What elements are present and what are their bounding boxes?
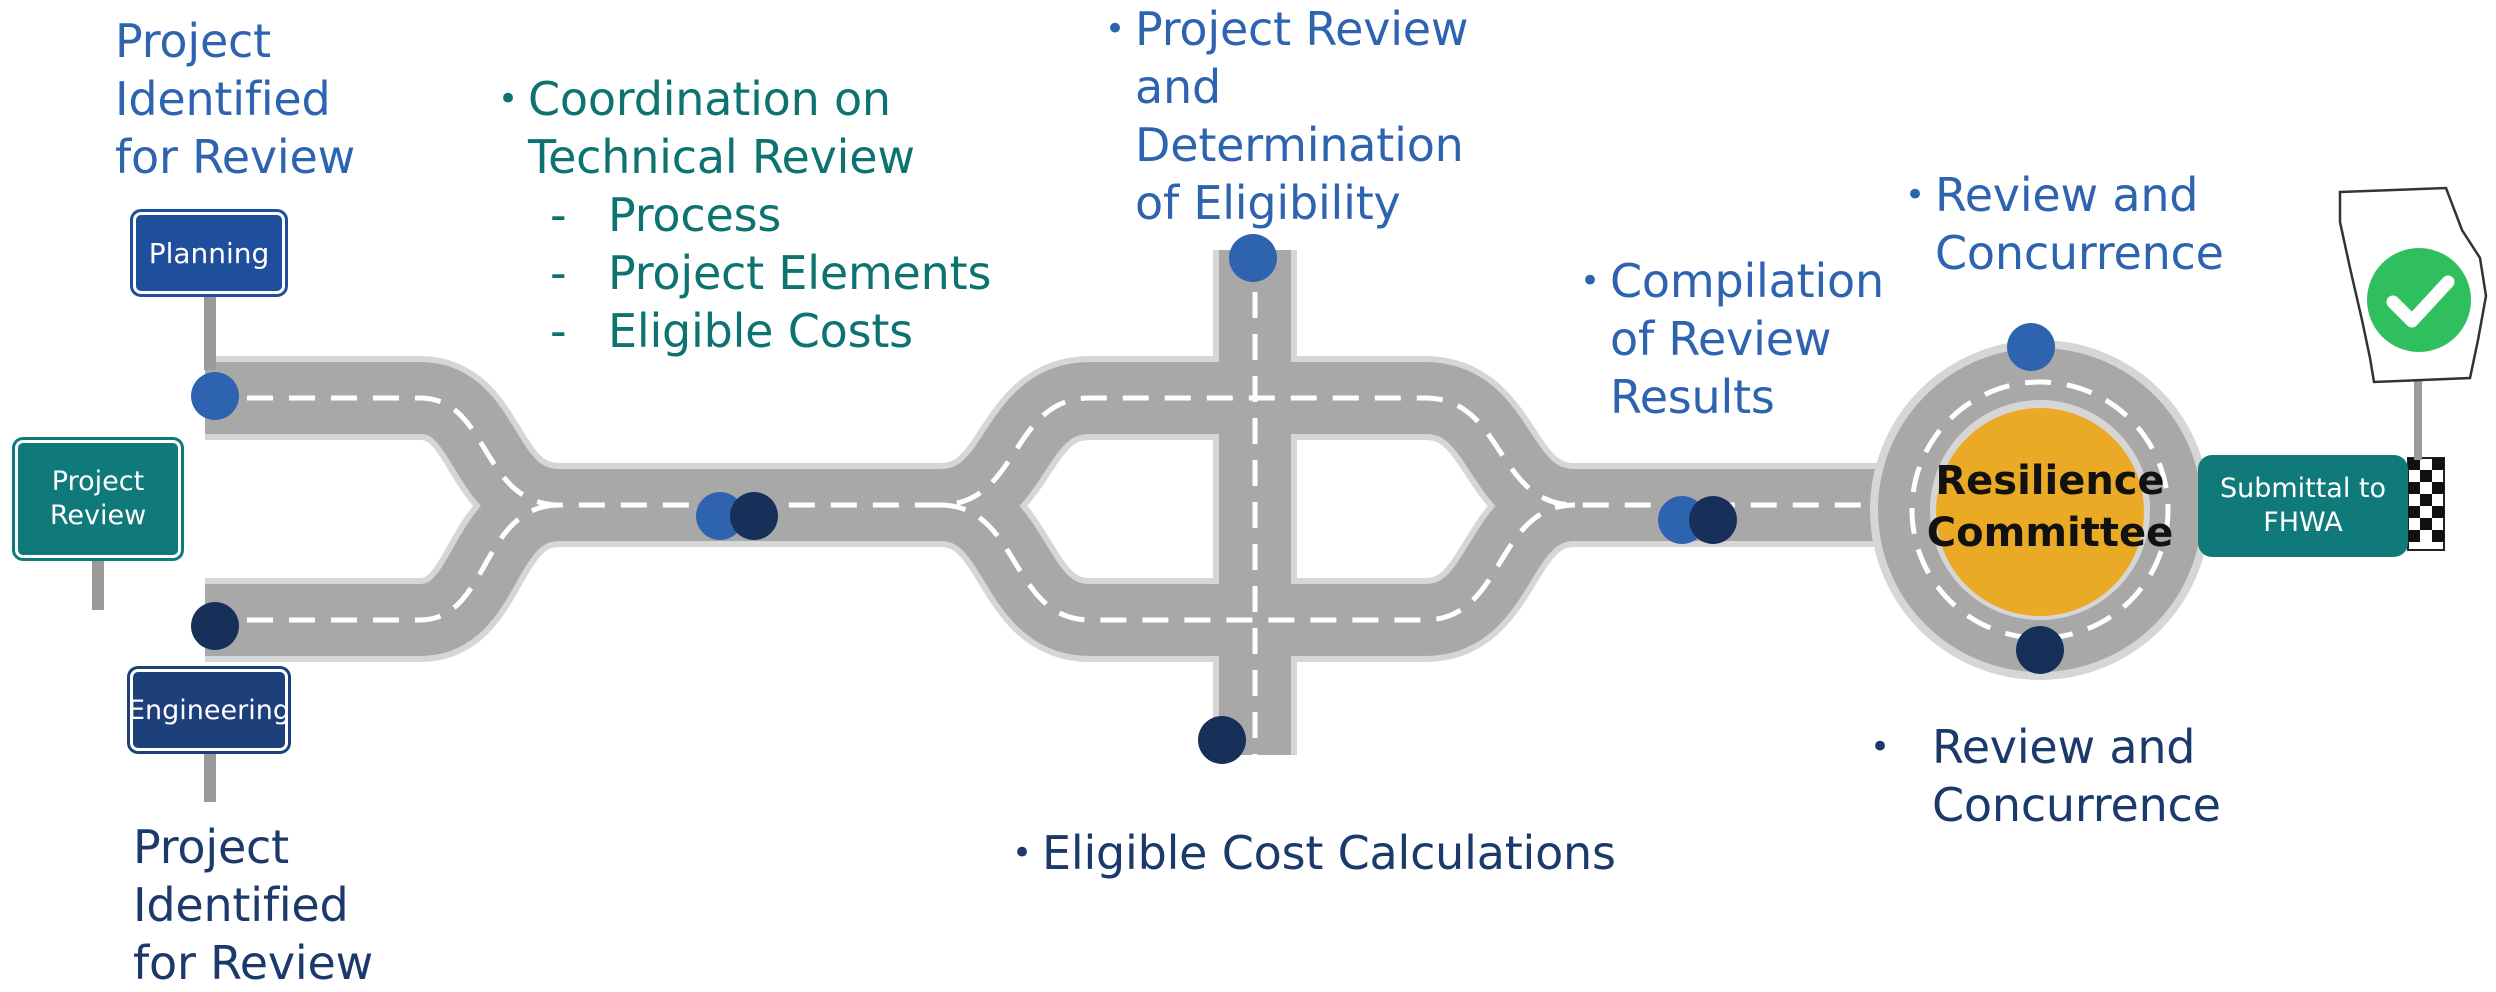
project-identified-bottom-label: Project Identified for Review — [133, 820, 373, 990]
review-top-bullet: • Review and Concurrence — [1905, 168, 2224, 280]
coordination-sub-item: -Project Elements — [550, 246, 992, 300]
submittal-label: Submittal to FHWA — [2219, 473, 2387, 538]
coordination-block: • Coordination on Technical Review -Proc… — [498, 70, 991, 360]
coordination-item-project-elements: Project Elements — [608, 246, 992, 300]
resilience-committee-center — [1936, 408, 2144, 616]
milestone-dot-review-top — [2007, 323, 2055, 371]
review-bottom-label: Review and Concurrence — [1932, 720, 2221, 832]
engineering-sign-label: Engineering — [128, 694, 290, 726]
coordination-item-process: Process — [608, 188, 782, 242]
review-bottom-bullet: • Review and Concurrence — [1870, 720, 2221, 832]
coordination-sub-item: -Eligible Costs — [550, 304, 913, 358]
planning-sign-label: Planning — [148, 236, 270, 270]
milestone-dot-review-bottom — [2016, 626, 2064, 674]
checkered-flag-icon — [2407, 457, 2445, 551]
determination-label: Project Review and Determination of Elig… — [1135, 2, 1469, 230]
project-review-sign-post — [92, 555, 104, 610]
project-review-sign-label: Project Review — [49, 466, 147, 531]
eligible-costs-bullet: • Eligible Cost Calculations — [1012, 826, 1616, 880]
milestone-dot-coordination-blue — [696, 492, 744, 540]
milestone-dot-coordination-navy — [730, 492, 778, 540]
determination-bullet: • Project Review and Determination of El… — [1105, 2, 1469, 230]
milestone-dot-eligible-costs — [1198, 716, 1246, 764]
coordination-bullet: • Coordination on Technical Review — [498, 72, 915, 184]
review-top-label: Review and Concurrence — [1935, 168, 2224, 280]
planning-sign-post — [204, 290, 216, 370]
coordination-label: Coordination on Technical Review — [528, 72, 915, 184]
coordination-sub-item: -Process — [550, 188, 782, 242]
planning-sign: Planning — [133, 212, 285, 294]
project-review-sign: Project Review — [15, 440, 181, 558]
milestone-dot-determination — [1229, 234, 1277, 282]
resilience-committee-label: Resilience Committee — [1926, 458, 2174, 556]
engineering-sign: Engineering — [128, 669, 290, 751]
milestone-dot-planning — [191, 372, 239, 420]
project-identified-top-label: Project Identified for Review — [115, 14, 355, 184]
coordination-item-eligible-costs: Eligible Costs — [608, 304, 913, 358]
georgia-sign-post — [2414, 360, 2422, 460]
milestone-dot-compilation-navy — [1689, 496, 1737, 544]
compilation-bullet: • Compilation of Review Results — [1580, 254, 1884, 424]
milestone-dot-engineering — [191, 602, 239, 650]
engineering-sign-post — [204, 752, 216, 802]
check-circle-icon — [2363, 244, 2475, 356]
compilation-label: Compilation of Review Results — [1610, 254, 1884, 424]
eligible-costs-label: Eligible Cost Calculations — [1042, 826, 1616, 880]
submittal-to-fhwa-sign: Submittal to FHWA — [2198, 455, 2408, 557]
